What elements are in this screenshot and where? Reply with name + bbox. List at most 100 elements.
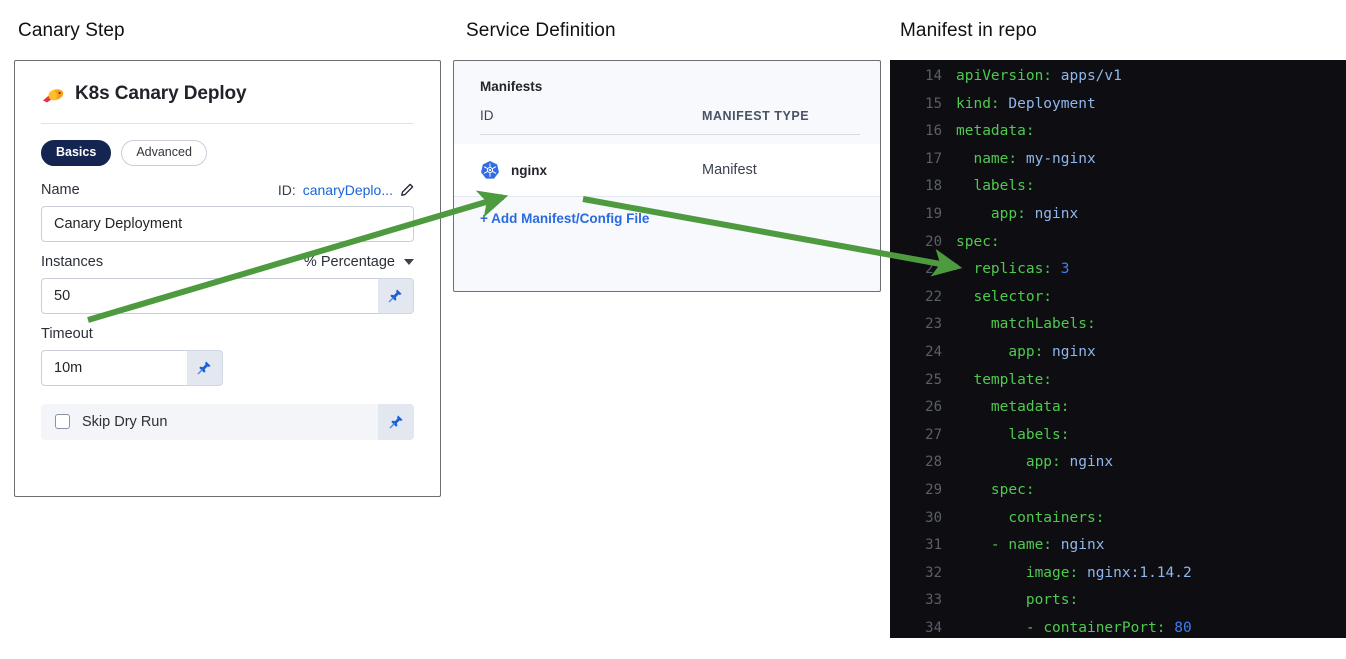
code-line-number: 17	[925, 150, 942, 167]
code-indent	[956, 454, 1026, 470]
code-token: my-nginx	[1017, 150, 1096, 167]
code-line-number: 34	[925, 619, 942, 636]
code-line-number: 19	[925, 205, 942, 222]
code-line-number: 26	[925, 399, 942, 416]
header-divider	[41, 123, 414, 124]
code-line: 33 ports:	[890, 592, 1346, 620]
code-indent	[956, 151, 973, 167]
canary-bird-icon	[41, 83, 65, 105]
code-line-number: 32	[925, 564, 942, 581]
code-indent	[956, 537, 991, 553]
timeout-field-row: Timeout	[41, 324, 414, 344]
column-header-id: ID	[480, 108, 494, 123]
timeout-label: Timeout	[41, 325, 93, 342]
code-line: 20 spec:	[890, 234, 1346, 262]
code-indent	[956, 206, 991, 222]
code-indent	[956, 316, 991, 332]
code-line-number: 33	[925, 592, 942, 609]
code-line: 28 app: nginx	[890, 454, 1346, 482]
code-indent	[956, 399, 991, 415]
code-token: nginx:1.14.2	[1078, 564, 1192, 581]
code-line: 24 app: nginx	[890, 344, 1346, 372]
code-line-text: selector:	[956, 289, 1052, 305]
manifests-section: Manifests ID MANIFEST TYPE	[454, 61, 880, 226]
manifest-id-cell: nginx	[480, 160, 702, 180]
caption-manifest-in-repo: Manifest in repo	[900, 20, 1037, 41]
code-line: 34 - containerPort: 80	[890, 620, 1346, 638]
add-manifest-config-file-link[interactable]: + Add Manifest/Config File	[480, 211, 650, 226]
code-token: nginx	[1043, 343, 1096, 360]
code-token: app:	[990, 205, 1026, 222]
code-line-number: 15	[925, 95, 942, 112]
code-line-text: - containerPort: 80	[956, 620, 1192, 636]
code-token: -	[990, 537, 1009, 554]
code-token: name:	[1008, 537, 1053, 554]
code-line: 30 containers:	[890, 510, 1346, 538]
code-line-number: 25	[925, 371, 942, 388]
code-token: image:	[1025, 564, 1079, 581]
code-token: containerPort:	[1043, 619, 1166, 636]
skip-dry-run-control[interactable]: Skip Dry Run	[41, 404, 378, 440]
code-line: 17 name: my-nginx	[890, 151, 1346, 179]
code-token: containers:	[1008, 509, 1105, 526]
code-token: labels:	[973, 178, 1035, 195]
tab-group: Basics Advanced	[41, 140, 414, 166]
code-token: kind:	[956, 95, 1000, 112]
manifests-section-title: Manifests	[480, 79, 543, 94]
code-indent	[956, 261, 973, 277]
manifest-id-value: nginx	[511, 162, 547, 178]
code-line-text: image: nginx:1.14.2	[956, 565, 1192, 581]
code-token: -	[1025, 619, 1044, 636]
code-line-number: 20	[925, 233, 942, 250]
code-token: Deployment	[999, 95, 1096, 112]
code-line-text: - name: nginx	[956, 537, 1105, 554]
code-indent	[956, 372, 973, 388]
code-indent	[956, 344, 1008, 360]
code-line-number: 23	[925, 316, 942, 333]
skip-dry-run-label: Skip Dry Run	[82, 413, 168, 430]
code-line-number: 28	[925, 454, 942, 471]
code-line-number: 24	[925, 343, 942, 360]
code-token: template:	[973, 371, 1053, 388]
instances-input[interactable]: 50	[41, 277, 378, 314]
instances-label: Instances	[41, 253, 104, 270]
manifest-type-value: Manifest	[702, 162, 757, 178]
code-token: ports:	[1025, 592, 1079, 609]
tab-advanced[interactable]: Advanced	[121, 140, 207, 166]
table-row[interactable]: nginx Manifest	[454, 144, 880, 197]
code-indent	[956, 178, 973, 194]
code-line-text: replicas: 3	[956, 261, 1069, 278]
code-line-number: 31	[925, 537, 942, 554]
timeout-pin-button[interactable]	[187, 349, 223, 386]
canary-step-card: K8s Canary Deploy Basics Advanced Name I…	[14, 60, 441, 497]
name-label: Name	[41, 181, 80, 198]
code-line-text: spec:	[956, 482, 1035, 498]
code-indent	[956, 510, 1008, 526]
skip-dry-run-checkbox[interactable]	[55, 414, 70, 429]
card-body: Basics Advanced Name ID: canaryDeplo...	[15, 124, 440, 440]
instances-field-group: Instances % Percentage 50	[41, 252, 414, 314]
name-input[interactable]: Canary Deployment	[41, 205, 414, 242]
code-token: labels:	[1008, 426, 1070, 443]
instances-pin-button[interactable]	[378, 277, 414, 314]
code-line: 25 template:	[890, 372, 1346, 400]
code-line: 19 app: nginx	[890, 206, 1346, 234]
skip-dry-run-pin-button[interactable]	[378, 403, 414, 440]
code-line-text: ports:	[956, 592, 1078, 608]
code-token: spec:	[956, 233, 1000, 250]
code-line-number: 22	[925, 288, 942, 305]
code-token: replicas:	[973, 261, 1053, 278]
pencil-icon[interactable]	[400, 183, 414, 197]
step-id-display[interactable]: ID: canaryDeplo...	[278, 182, 414, 198]
instances-unit-dropdown[interactable]: % Percentage	[304, 254, 414, 270]
name-field-group: Name ID: canaryDeplo... Canary Deploymen…	[41, 180, 414, 242]
name-input-wrap: Canary Deployment	[41, 205, 414, 242]
manifests-table-header: ID MANIFEST TYPE	[480, 108, 860, 123]
code-token: app:	[1025, 454, 1061, 471]
timeout-input[interactable]: 10m	[41, 349, 187, 386]
tab-basics[interactable]: Basics	[41, 140, 112, 166]
